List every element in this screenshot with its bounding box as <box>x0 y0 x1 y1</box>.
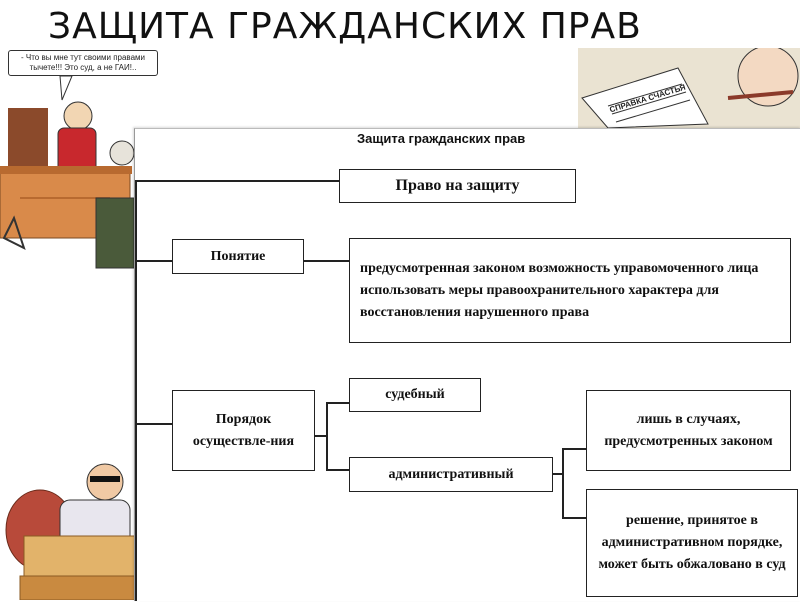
connector-procedure-out <box>315 435 327 437</box>
node-procedure-label: Порядок осуществле-ния <box>192 411 295 449</box>
node-root-label: Право на защиту <box>395 177 520 194</box>
connector-administrative <box>326 469 349 471</box>
connector-admin-case-2 <box>562 517 586 519</box>
connector-trunk <box>135 181 137 601</box>
speech-bubble: - Что вы мне тут своими правами тычете!!… <box>8 50 158 76</box>
node-concept-definition: предусмотренная законом возможность упра… <box>349 238 791 343</box>
node-root: Право на защиту <box>339 169 576 203</box>
connector-concept-definition <box>303 260 349 262</box>
node-admin-case-2-text: решение, принятое в административном пор… <box>598 513 786 572</box>
certificate-illustration <box>581 45 799 129</box>
node-judicial: судебный <box>349 378 481 412</box>
node-procedure: Порядок осуществле-ния <box>172 390 315 471</box>
node-admin-case-2: решение, принятое в административном пор… <box>586 489 798 597</box>
node-administrative-label: административный <box>388 466 514 482</box>
diagram-panel: Защита гражданских прав Право на защиту … <box>134 128 800 601</box>
connector-admin-vertical <box>562 448 564 518</box>
official-cartoon-image <box>0 460 141 601</box>
node-administrative: административный <box>349 457 553 492</box>
node-concept-definition-text: предусмотренная законом возможность упра… <box>360 260 759 320</box>
connector-admin-out <box>553 473 563 475</box>
judge-illustration <box>0 75 135 269</box>
node-admin-case-1: лишь в случаях, предусмотренных законом <box>586 390 791 471</box>
connector-procedure-vertical <box>326 402 328 470</box>
node-concept: Понятие <box>172 239 304 274</box>
certificate-cartoon-image: СПРАВКА СЧАСТЬЯ <box>578 45 800 129</box>
connector-admin-case-1 <box>562 448 586 450</box>
node-admin-case-1-text: лишь в случаях, предусмотренных законом <box>604 411 773 449</box>
node-judicial-label: судебный <box>385 387 445 402</box>
diagram-title: Защита гражданских прав <box>357 131 526 146</box>
official-illustration <box>5 463 141 601</box>
node-concept-label: Понятие <box>210 248 266 264</box>
judge-cartoon-image: - Что вы мне тут своими правами тычете!!… <box>0 48 158 278</box>
connector-judicial <box>326 402 349 404</box>
connector-procedure <box>135 423 172 425</box>
connector-concept <box>135 260 172 262</box>
slide-title: ЗАЩИТА ГРАЖДАНСКИХ ПРАВ <box>48 6 642 47</box>
connector-root <box>135 180 339 182</box>
